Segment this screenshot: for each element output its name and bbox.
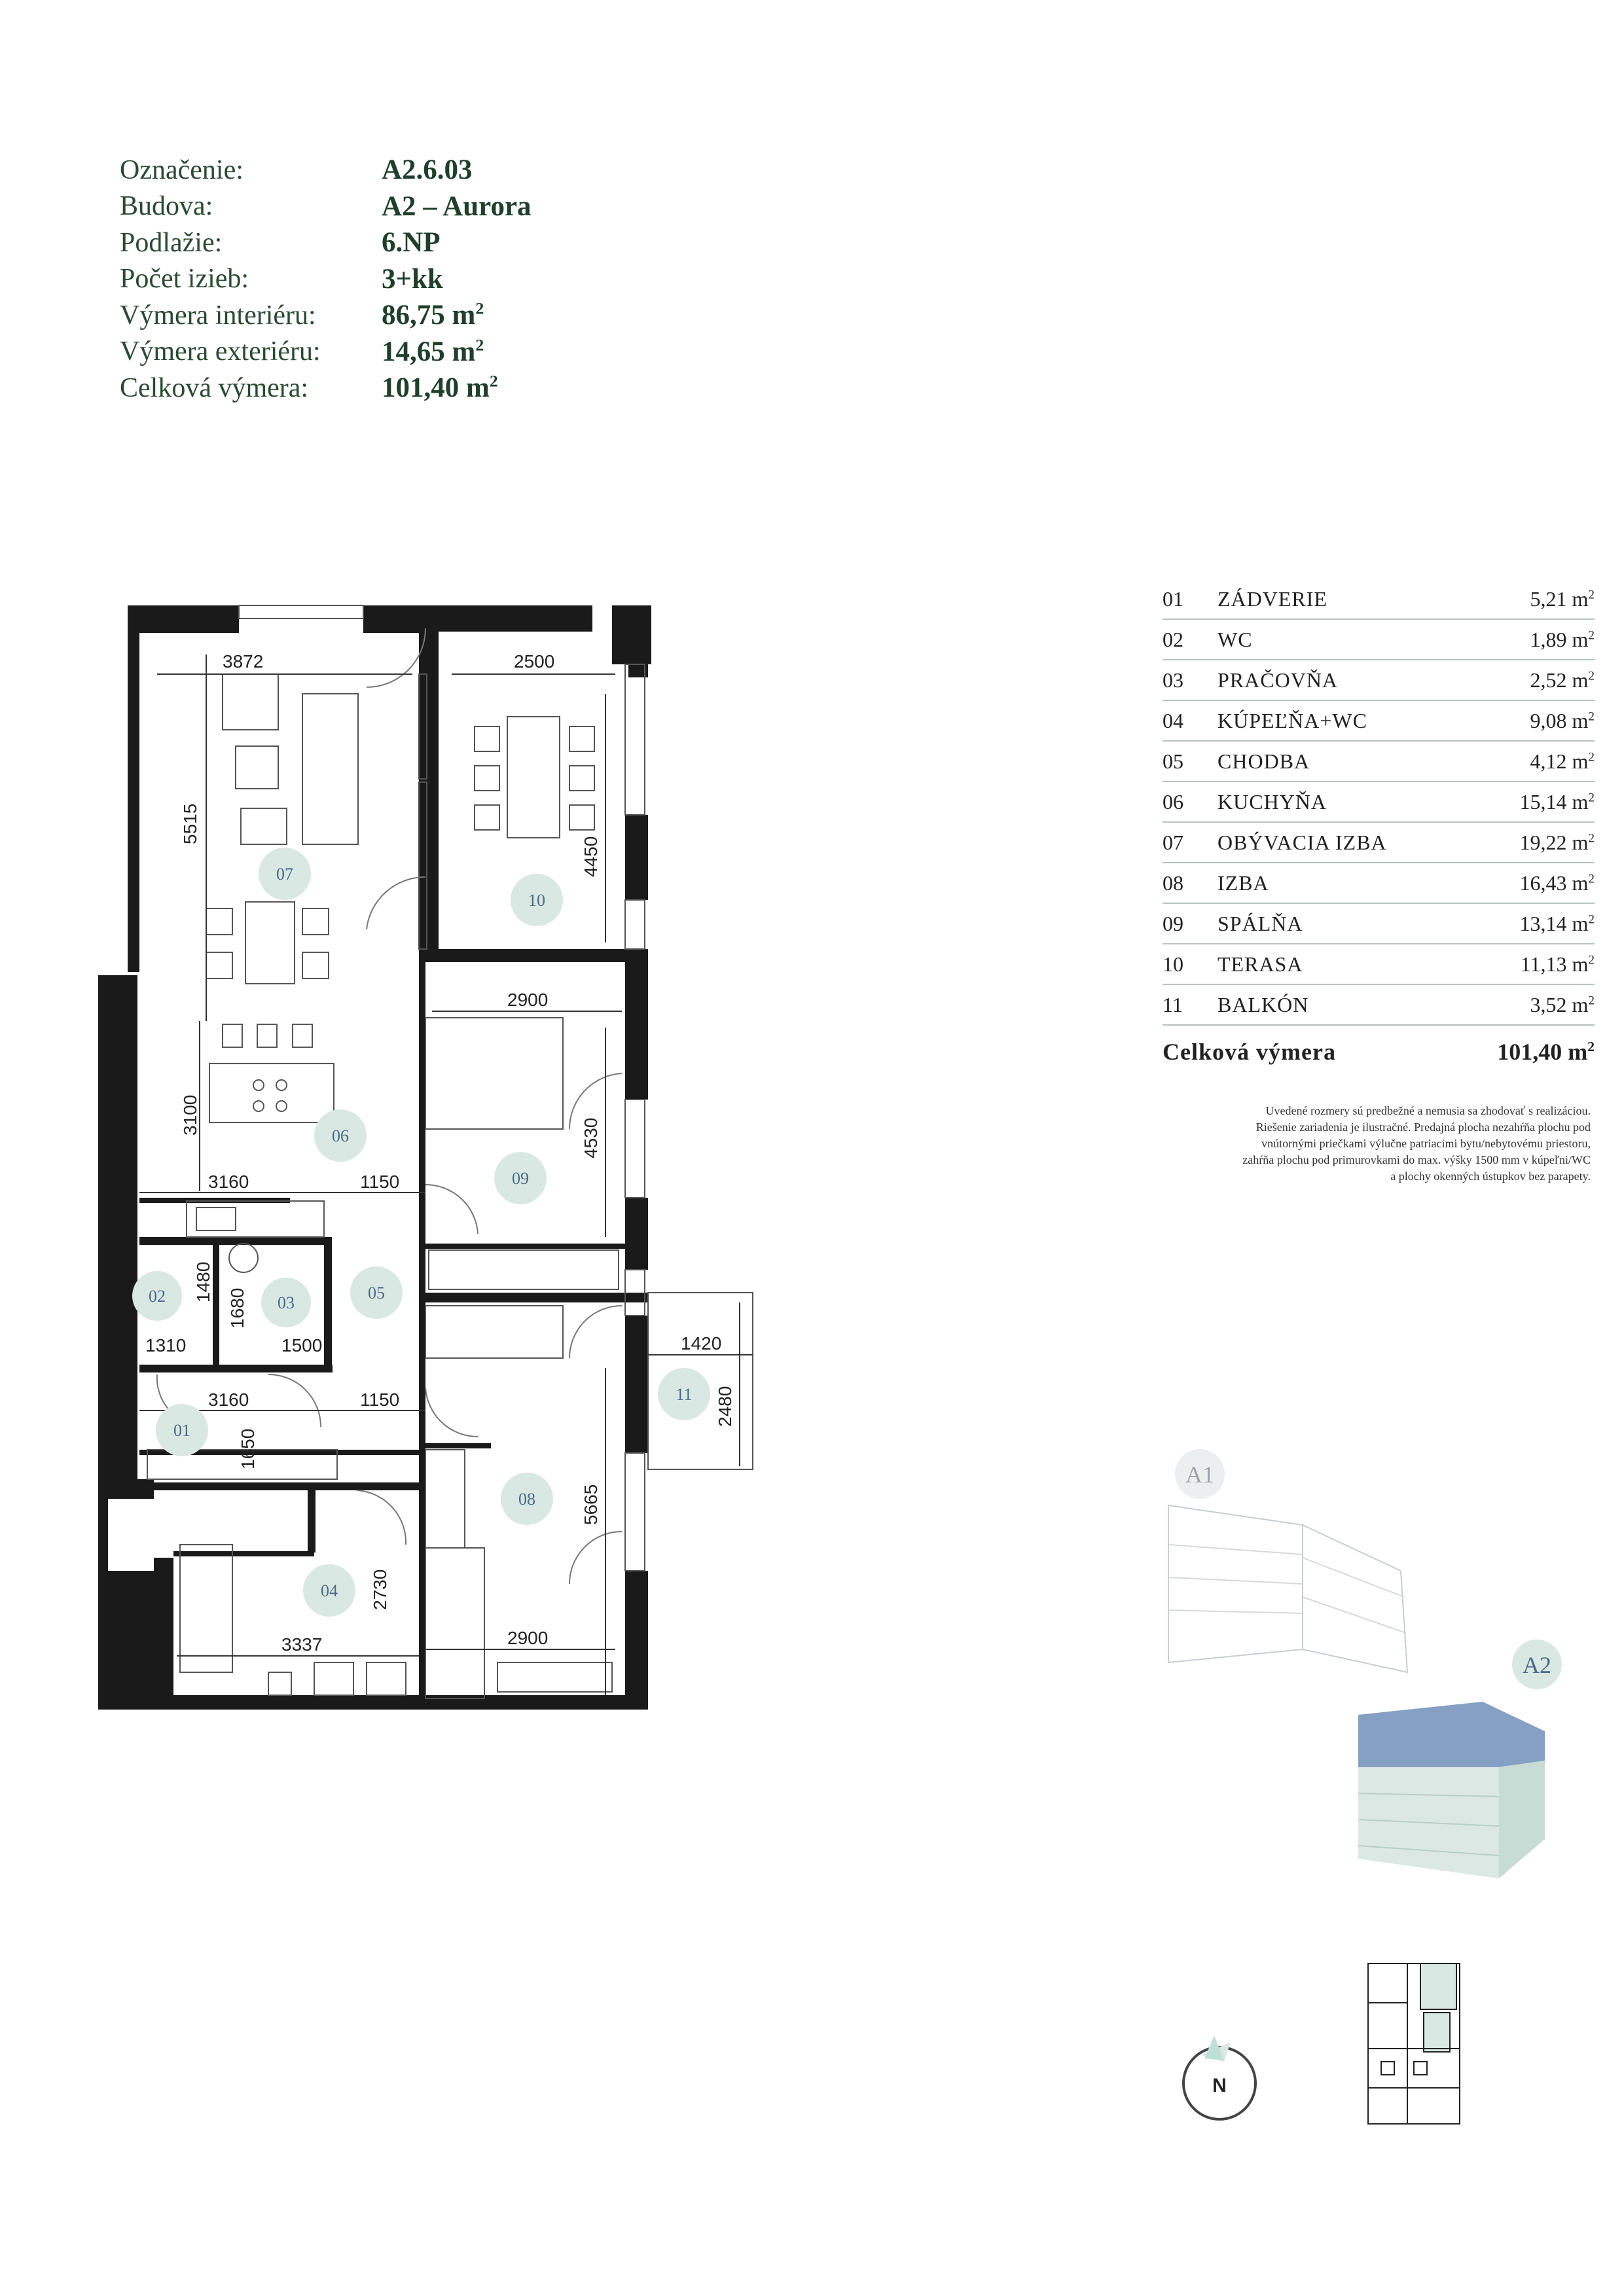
dim-1420: 1420 <box>681 1333 721 1354</box>
building-a1-sketch <box>1168 1504 1409 1674</box>
room-label-01: 01 <box>173 1421 190 1440</box>
disclaimer-note: Uvedené rozmery sú predbežné a nemusia s… <box>1242 1104 1591 1183</box>
dim-2730: 2730 <box>370 1570 390 1610</box>
info-label: Výmera interiéru: <box>120 300 316 331</box>
room-label-10: 10 <box>528 891 545 910</box>
info-row-rooms: Počet izieb: 3+kk <box>120 261 532 298</box>
room-label-03: 03 <box>278 1293 295 1312</box>
apartment-info: Označenie: A2.6.03 Budova: A2 – Aurora P… <box>120 152 532 406</box>
info-label: Počet izieb: <box>120 264 249 295</box>
dim-5515: 5515 <box>180 804 200 844</box>
plan-doors <box>156 628 623 1585</box>
info-label: Výmera exteriéru: <box>120 336 321 367</box>
info-row-building: Budova: A2 – Aurora <box>120 188 532 225</box>
info-value: A2.6.03 <box>382 154 473 186</box>
room-label-08: 08 <box>518 1490 535 1509</box>
info-label: Celková výmera: <box>120 372 309 403</box>
dim-1480: 1480 <box>193 1262 213 1302</box>
dim-1310: 1310 <box>145 1335 186 1355</box>
info-value: 3+kk <box>382 263 443 295</box>
info-value: A2 – Aurora <box>382 190 532 222</box>
room-label-11: 11 <box>676 1385 692 1404</box>
dim-1650: 1650 <box>238 1429 258 1469</box>
info-row-interior-area: Výmera interiéru: 86,75 m2 <box>120 297 532 334</box>
building-a2-sketch <box>1358 1702 1545 1878</box>
dim-2500: 2500 <box>514 651 554 672</box>
label-a2: A2 <box>1523 1652 1551 1678</box>
info-value: 86,75 m2 <box>382 298 484 331</box>
dim-3100: 3100 <box>180 1095 200 1136</box>
dim-3872: 3872 <box>223 651 263 672</box>
badge-a1 <box>1175 1449 1225 1499</box>
info-value: 14,65 m2 <box>382 335 484 367</box>
info-value: 6.NP <box>382 227 441 259</box>
dim-2900-room: 2900 <box>507 1628 548 1648</box>
dim-2480: 2480 <box>715 1386 735 1427</box>
info-row-designation: Označenie: A2.6.03 <box>120 152 532 188</box>
dim-1500: 1500 <box>281 1335 322 1355</box>
dim-4450: 4450 <box>581 836 601 877</box>
dim-4530: 4530 <box>581 1118 601 1158</box>
plan-dimension-lines <box>139 655 753 1695</box>
dim-3160-top: 3160 <box>208 1172 249 1192</box>
room-label-07: 07 <box>276 865 293 884</box>
room-labels: 07 10 06 09 02 03 05 11 01 08 04 <box>149 865 693 1600</box>
info-row-floor: Podlažie: 6.NP <box>120 224 532 261</box>
compass-north-label: N <box>1212 2075 1227 2096</box>
room-label-09: 09 <box>512 1169 529 1188</box>
info-label: Budova: <box>120 191 213 222</box>
info-label: Podlažie: <box>120 227 223 258</box>
info-value: 101,40 m2 <box>382 371 498 404</box>
plan-walls <box>98 605 651 1710</box>
info-row-exterior-area: Výmera exteriéru: 14,65 m2 <box>120 334 532 370</box>
plan-fixtures <box>147 605 753 1699</box>
room-label-02: 02 <box>149 1287 166 1306</box>
plan-dimension-texts: 3872 2500 5515 4450 2900 3100 4530 3160 … <box>145 651 735 1655</box>
dim-3337: 3337 <box>281 1634 322 1655</box>
site-plan <box>1367 1963 1460 2125</box>
room-label-04: 04 <box>321 1581 338 1600</box>
compass-icon <box>1182 2036 1257 2121</box>
room-badges <box>132 848 710 1617</box>
info-label: Označenie: <box>120 154 244 185</box>
badge-a2 <box>1512 1640 1562 1689</box>
dim-1150-bottom: 1150 <box>360 1390 399 1410</box>
label-a1: A1 <box>1185 1462 1214 1488</box>
dim-2900-bedroom: 2900 <box>507 990 548 1010</box>
info-row-total-area: Celková výmera: 101,40 m2 <box>120 370 532 406</box>
dim-3160-bottom: 3160 <box>208 1390 249 1410</box>
dim-1150-top: 1150 <box>360 1172 399 1192</box>
dim-1680: 1680 <box>227 1288 247 1329</box>
room-label-05: 05 <box>368 1283 385 1302</box>
room-label-06: 06 <box>332 1126 349 1145</box>
dim-5665: 5665 <box>581 1484 601 1525</box>
